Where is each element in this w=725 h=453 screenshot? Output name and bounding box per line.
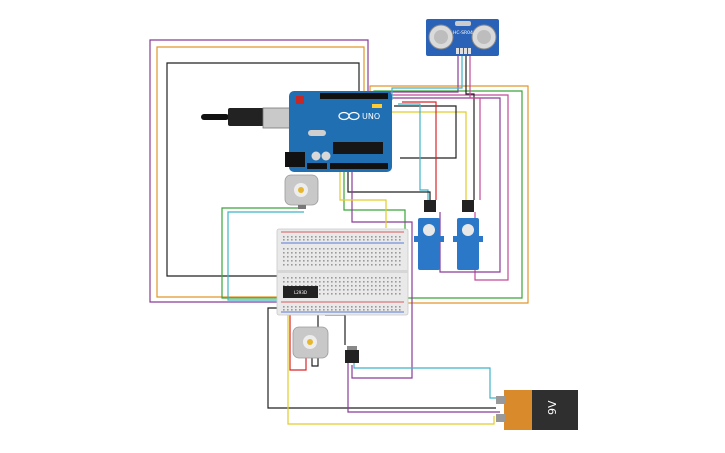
- wire-orange-right[interactable]: [369, 85, 529, 304]
- servo2-connector: [462, 200, 474, 212]
- motor1-shaft: [298, 187, 304, 193]
- ultrasonic-sensor[interactable]: HC-SR04: [426, 19, 499, 56]
- wire-red-servo[interactable]: [402, 101, 437, 200]
- infinity-logo: [338, 111, 360, 121]
- wire-yellow-board-down[interactable]: [339, 170, 387, 228]
- regulator-tab: [347, 346, 357, 350]
- sensor-crystal: [455, 21, 471, 26]
- dc-motor-2[interactable]: [292, 326, 329, 359]
- battery-terminal-pos: [496, 396, 505, 404]
- wire-sensor-4[interactable]: [469, 55, 481, 200]
- battery-label: 9V: [546, 400, 559, 415]
- breadboard[interactable]: [276, 228, 409, 316]
- wire-purple-battery[interactable]: [347, 362, 500, 413]
- motor1-terminals: [298, 205, 306, 209]
- voltage-regulator[interactable]: [345, 346, 359, 363]
- wire-motor2-red[interactable]: [289, 305, 307, 371]
- battery-body: [532, 390, 578, 430]
- wire-sensor-1[interactable]: [387, 55, 459, 100]
- wire-motor1-green[interactable]: [221, 207, 298, 299]
- servo1-mount: [414, 236, 444, 242]
- servo2-mount: [453, 236, 483, 242]
- sensor-transducer-left-inner: [434, 30, 448, 44]
- servo-1[interactable]: [414, 200, 444, 270]
- wire-motor1-cyan[interactable]: [227, 211, 304, 301]
- wire-cyan-battery[interactable]: [353, 362, 500, 399]
- power-jack: [285, 152, 305, 167]
- battery-terminal-neg: [496, 414, 505, 422]
- reset-button[interactable]: [296, 96, 304, 104]
- crystal: [308, 130, 326, 136]
- wire-yellow-servo[interactable]: [392, 111, 467, 200]
- wire-black-battery[interactable]: [267, 307, 496, 409]
- driver-body: [283, 286, 318, 298]
- capacitor-1: [311, 151, 321, 161]
- sensor-pins: [456, 48, 471, 54]
- digital-header: [320, 93, 388, 99]
- arduino-board[interactable]: UNO: [201, 91, 392, 172]
- wire-black-top[interactable]: [166, 62, 360, 277]
- capacitor-2: [321, 151, 331, 161]
- sensor-model-label: HC-SR04: [453, 30, 473, 36]
- wire-orange-outer[interactable]: [156, 46, 365, 298]
- analog-header: [330, 163, 388, 169]
- usb-cable: [201, 114, 229, 120]
- breadboard-center-gap: [277, 270, 408, 273]
- battery-9v[interactable]: 9V: [496, 390, 578, 430]
- motor-driver[interactable]: L293D: [283, 286, 318, 298]
- battery-cap: [504, 390, 534, 430]
- breadboard-holes: [283, 236, 401, 311]
- usb-plug: [228, 108, 264, 126]
- servo1-connector: [424, 200, 436, 212]
- power-header: [307, 163, 327, 169]
- sensor-transducer-right-inner: [477, 30, 491, 44]
- wire-sensor-2[interactable]: [391, 55, 463, 100]
- dc-motor-1[interactable]: [284, 174, 319, 209]
- atmega-chip: [333, 142, 383, 154]
- wire-purple-outer[interactable]: [149, 39, 369, 303]
- wire-purple-board-down[interactable]: [351, 172, 413, 379]
- led-bank: [372, 104, 382, 108]
- board-model-label: UNO: [362, 112, 380, 121]
- wire-cyan-servo[interactable]: [398, 103, 429, 200]
- wire-yellow-battery[interactable]: [287, 312, 495, 425]
- driver-chip-label: L293D: [294, 290, 307, 295]
- regulator-body: [345, 350, 359, 363]
- servo-2[interactable]: [453, 200, 483, 270]
- servo2-horn: [462, 224, 474, 236]
- wire-black-board-down[interactable]: [347, 172, 431, 200]
- wire-black-right[interactable]: [394, 105, 457, 159]
- servo1-horn: [423, 224, 435, 236]
- motor2-shaft: [307, 339, 313, 345]
